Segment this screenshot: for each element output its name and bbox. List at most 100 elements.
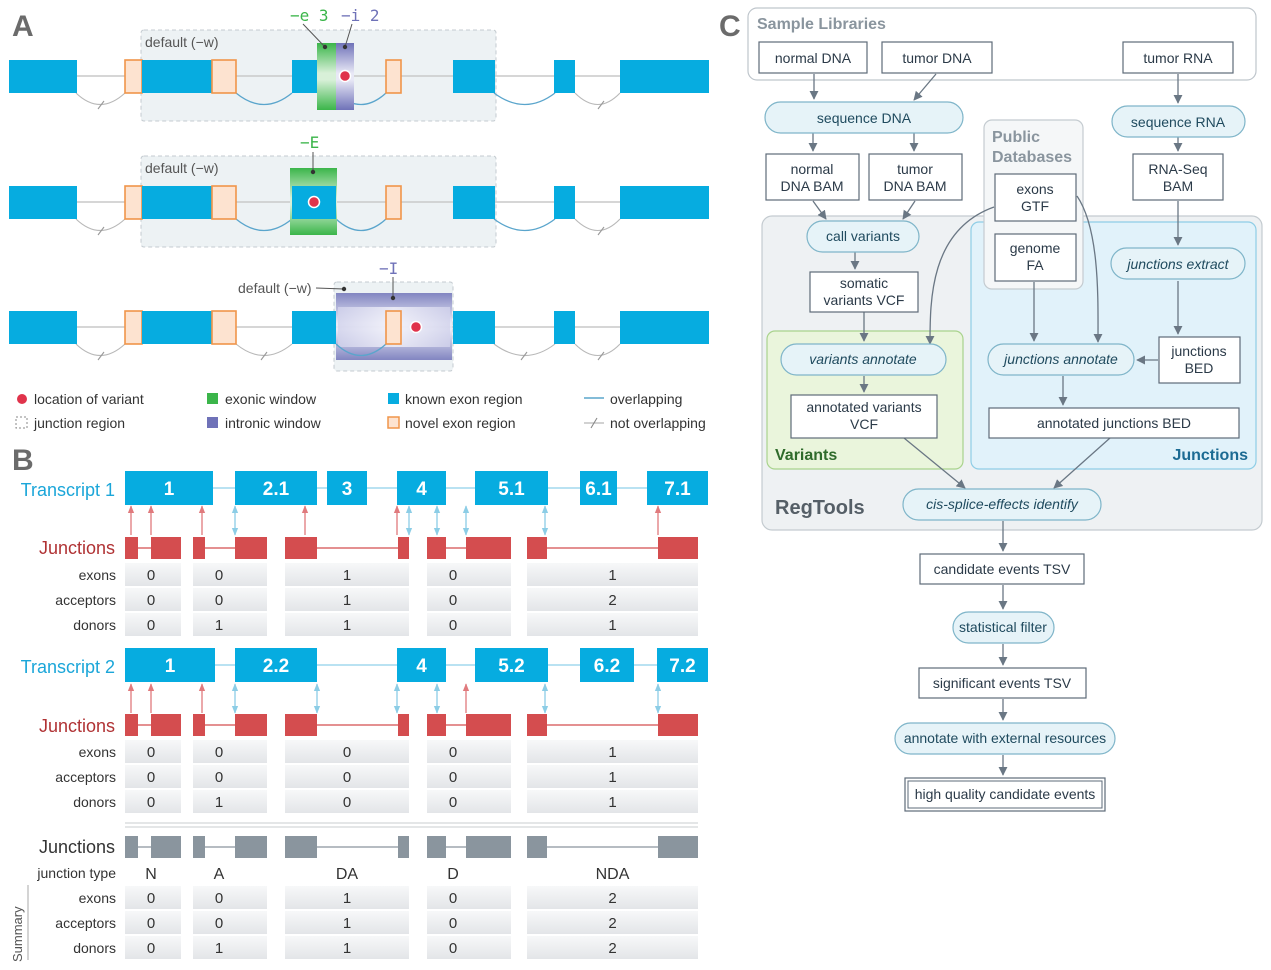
transcript-exon — [475, 471, 548, 505]
exon-label: 6.2 — [594, 656, 620, 677]
novel-exon — [385, 185, 402, 220]
junction-end — [151, 836, 181, 858]
tumor-dna-node — [881, 41, 993, 74]
transcript-exon — [580, 471, 617, 505]
table-value: 0 — [147, 592, 155, 609]
table-value: 1 — [343, 567, 351, 584]
pointer-line — [302, 23, 326, 48]
panel-a-row-3: default (−w) −I — [9, 259, 709, 372]
variants-annotate-node — [780, 343, 947, 376]
table-value: 1 — [343, 592, 351, 609]
default-window-label: default (−w) — [145, 160, 219, 176]
junction-end — [235, 714, 267, 736]
high-quality-node — [904, 777, 1106, 812]
normal-bam-node — [765, 153, 860, 201]
transcript-exon — [580, 648, 634, 682]
annotated-variants-node — [790, 394, 938, 439]
variant-marker — [307, 195, 321, 209]
junctions-extract-text: junctions extract — [1125, 256, 1229, 272]
sample-libraries-label: Sample Libraries — [757, 16, 886, 33]
junction-end — [427, 836, 446, 858]
junctions-bed-node — [1158, 336, 1241, 384]
legend-exonic-icon — [207, 393, 218, 404]
table-value: 1 — [215, 617, 223, 634]
table-cell — [193, 740, 267, 763]
type-cell — [193, 862, 267, 885]
row-label: exons — [79, 890, 116, 906]
novel-exon — [385, 310, 402, 345]
arc-not-overlapping — [574, 343, 621, 357]
table-cell — [193, 613, 267, 636]
table-value: 0 — [147, 567, 155, 584]
flow-arrows — [808, 73, 1183, 776]
table-value: 1 — [343, 940, 351, 957]
table-cell — [427, 765, 511, 788]
sequence-rna-node — [1111, 105, 1246, 138]
table-cell — [527, 740, 698, 763]
table-cell — [285, 911, 409, 934]
table-cell — [193, 886, 267, 909]
default-window-label: default (−w) — [145, 34, 219, 50]
junction-end — [466, 537, 511, 559]
transcript-exon — [125, 648, 215, 682]
transcript-exon — [397, 471, 446, 505]
legend-intronic: intronic window — [225, 415, 322, 431]
table-cell — [527, 886, 698, 909]
table-value: 2 — [608, 915, 616, 932]
known-exon — [554, 311, 575, 344]
table-value: 2 — [608, 940, 616, 957]
table-value: 0 — [147, 940, 155, 957]
table-cell — [427, 588, 511, 611]
table-cell — [427, 911, 511, 934]
junction-end — [285, 836, 317, 858]
table-value: 0 — [215, 567, 223, 584]
junction-type-value: D — [447, 866, 459, 883]
table-value: 0 — [147, 617, 155, 634]
arc-not-overlapping — [574, 92, 621, 106]
candidate-tsv-node — [919, 553, 1085, 585]
pointer-dot — [342, 44, 348, 50]
legend-variant-icon — [17, 394, 27, 404]
annotated-junctions-text: annotated junctions BED — [1037, 415, 1191, 431]
junction-end — [527, 836, 547, 858]
table-cell — [193, 563, 267, 586]
known-exon — [453, 311, 495, 344]
junction-end — [427, 537, 446, 559]
exons-gtf-text-2: GTF — [1021, 198, 1049, 214]
junction-end — [285, 714, 317, 736]
exon-label: 7.2 — [669, 656, 695, 677]
junction-end — [527, 714, 547, 736]
genome-fa-text-1: genome — [1010, 240, 1061, 256]
table-value: 0 — [449, 940, 457, 957]
table-cell — [125, 911, 181, 934]
table-cell — [285, 886, 409, 909]
table-cell — [125, 765, 181, 788]
table-value: 0 — [343, 794, 351, 811]
panel-a-row-1: default (−w) −e 3 −i 2 — [9, 6, 709, 122]
table-cell — [427, 886, 511, 909]
novel-exon — [211, 185, 237, 220]
known-exon — [620, 311, 709, 344]
summary-junctions — [125, 836, 698, 858]
table-cell — [527, 911, 698, 934]
known-exon — [554, 186, 575, 219]
table-value: 0 — [449, 769, 457, 786]
table-value: 0 — [147, 744, 155, 761]
table-value: 0 — [449, 915, 457, 932]
table-cell — [427, 790, 511, 813]
annotated-junctions-node — [988, 407, 1240, 439]
cis-splice-node — [902, 488, 1102, 521]
row-label: exons — [79, 744, 116, 760]
table-value: 0 — [449, 890, 457, 907]
known-exon — [9, 311, 77, 344]
genome-fa-text-2: FA — [1026, 257, 1044, 273]
variant-marker — [338, 69, 352, 83]
table-value: 1 — [608, 794, 616, 811]
junctions-annotate-node — [987, 343, 1135, 376]
junction-end — [151, 714, 181, 736]
exon-label: 5.1 — [498, 479, 525, 500]
table-value: 0 — [343, 744, 351, 761]
type-cell — [527, 862, 698, 885]
